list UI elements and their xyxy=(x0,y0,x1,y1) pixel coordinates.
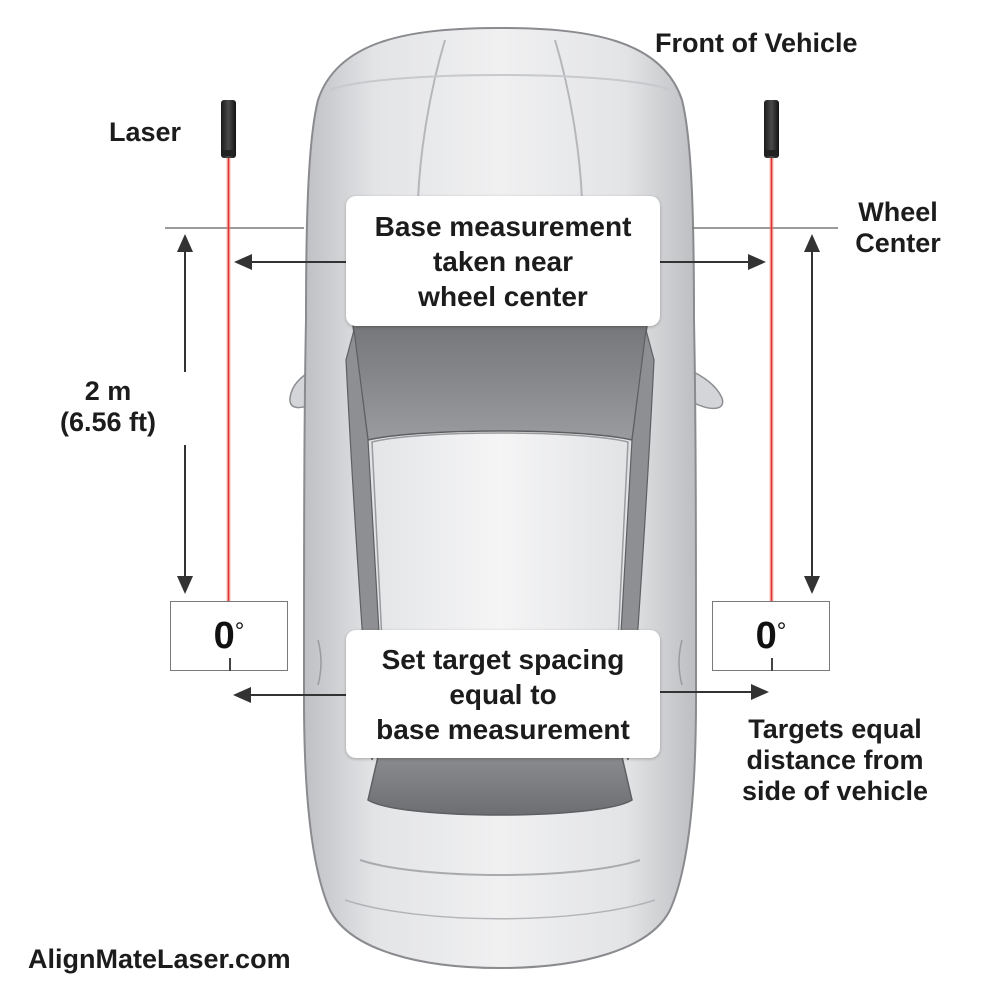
distance-metric: 2 m xyxy=(84,376,132,406)
spacing-callout-line-2: equal to xyxy=(449,678,557,710)
target-spacing-callout: Set target spacing equal to base measure… xyxy=(346,630,660,758)
base-measurement-left-arrow xyxy=(234,254,346,270)
brand-url: AlignMateLaser.com xyxy=(28,944,291,974)
left-target-reading: 0° xyxy=(171,616,287,656)
spacing-callout-line-1: Set target spacing xyxy=(381,643,625,675)
wheel-center-line-2: Center xyxy=(855,228,941,258)
distance-label: 2 m (6.56 ft) xyxy=(48,376,168,438)
left-target: 0° xyxy=(170,601,288,671)
left-distance-arrow xyxy=(177,234,193,594)
spacing-callout-line-3: base measurement xyxy=(376,713,630,745)
right-target-value: 0 xyxy=(755,615,777,657)
left-laser xyxy=(221,100,236,612)
left-target-tick xyxy=(229,658,231,671)
front-of-vehicle-label: Front of Vehicle xyxy=(655,28,858,58)
car-top-view xyxy=(289,26,724,970)
wheel-center-line-1: Wheel xyxy=(858,197,938,227)
left-target-value: 0 xyxy=(213,615,235,657)
right-target-reading: 0° xyxy=(713,616,829,656)
target-spacing-left-arrow xyxy=(233,687,346,703)
target-spacing-right-arrow xyxy=(660,684,769,700)
targets-note-line-3: side of vehicle xyxy=(741,776,929,806)
laser-label: Laser xyxy=(109,117,182,147)
base-measurement-callout: Base measurement taken near wheel center xyxy=(346,196,660,326)
targets-note-line-1: Targets equal xyxy=(748,714,922,744)
base-measurement-right-arrow xyxy=(660,254,766,270)
distance-imperial: (6.56 ft) xyxy=(59,407,157,437)
right-target-tick xyxy=(771,658,773,671)
base-callout-line-2: taken near xyxy=(432,245,574,277)
base-callout-line-3: wheel center xyxy=(418,280,588,312)
right-laser xyxy=(764,100,779,612)
left-target-unit: ° xyxy=(234,618,245,645)
base-callout-line-1: Base measurement xyxy=(374,210,632,242)
targets-note-label: Targets equal distance from side of vehi… xyxy=(720,714,950,807)
wheel-center-label: Wheel Center xyxy=(846,197,950,259)
right-target: 0° xyxy=(712,601,830,671)
targets-note-line-2: distance from xyxy=(746,745,924,775)
right-distance-arrow xyxy=(804,234,820,594)
right-target-unit: ° xyxy=(776,618,787,645)
